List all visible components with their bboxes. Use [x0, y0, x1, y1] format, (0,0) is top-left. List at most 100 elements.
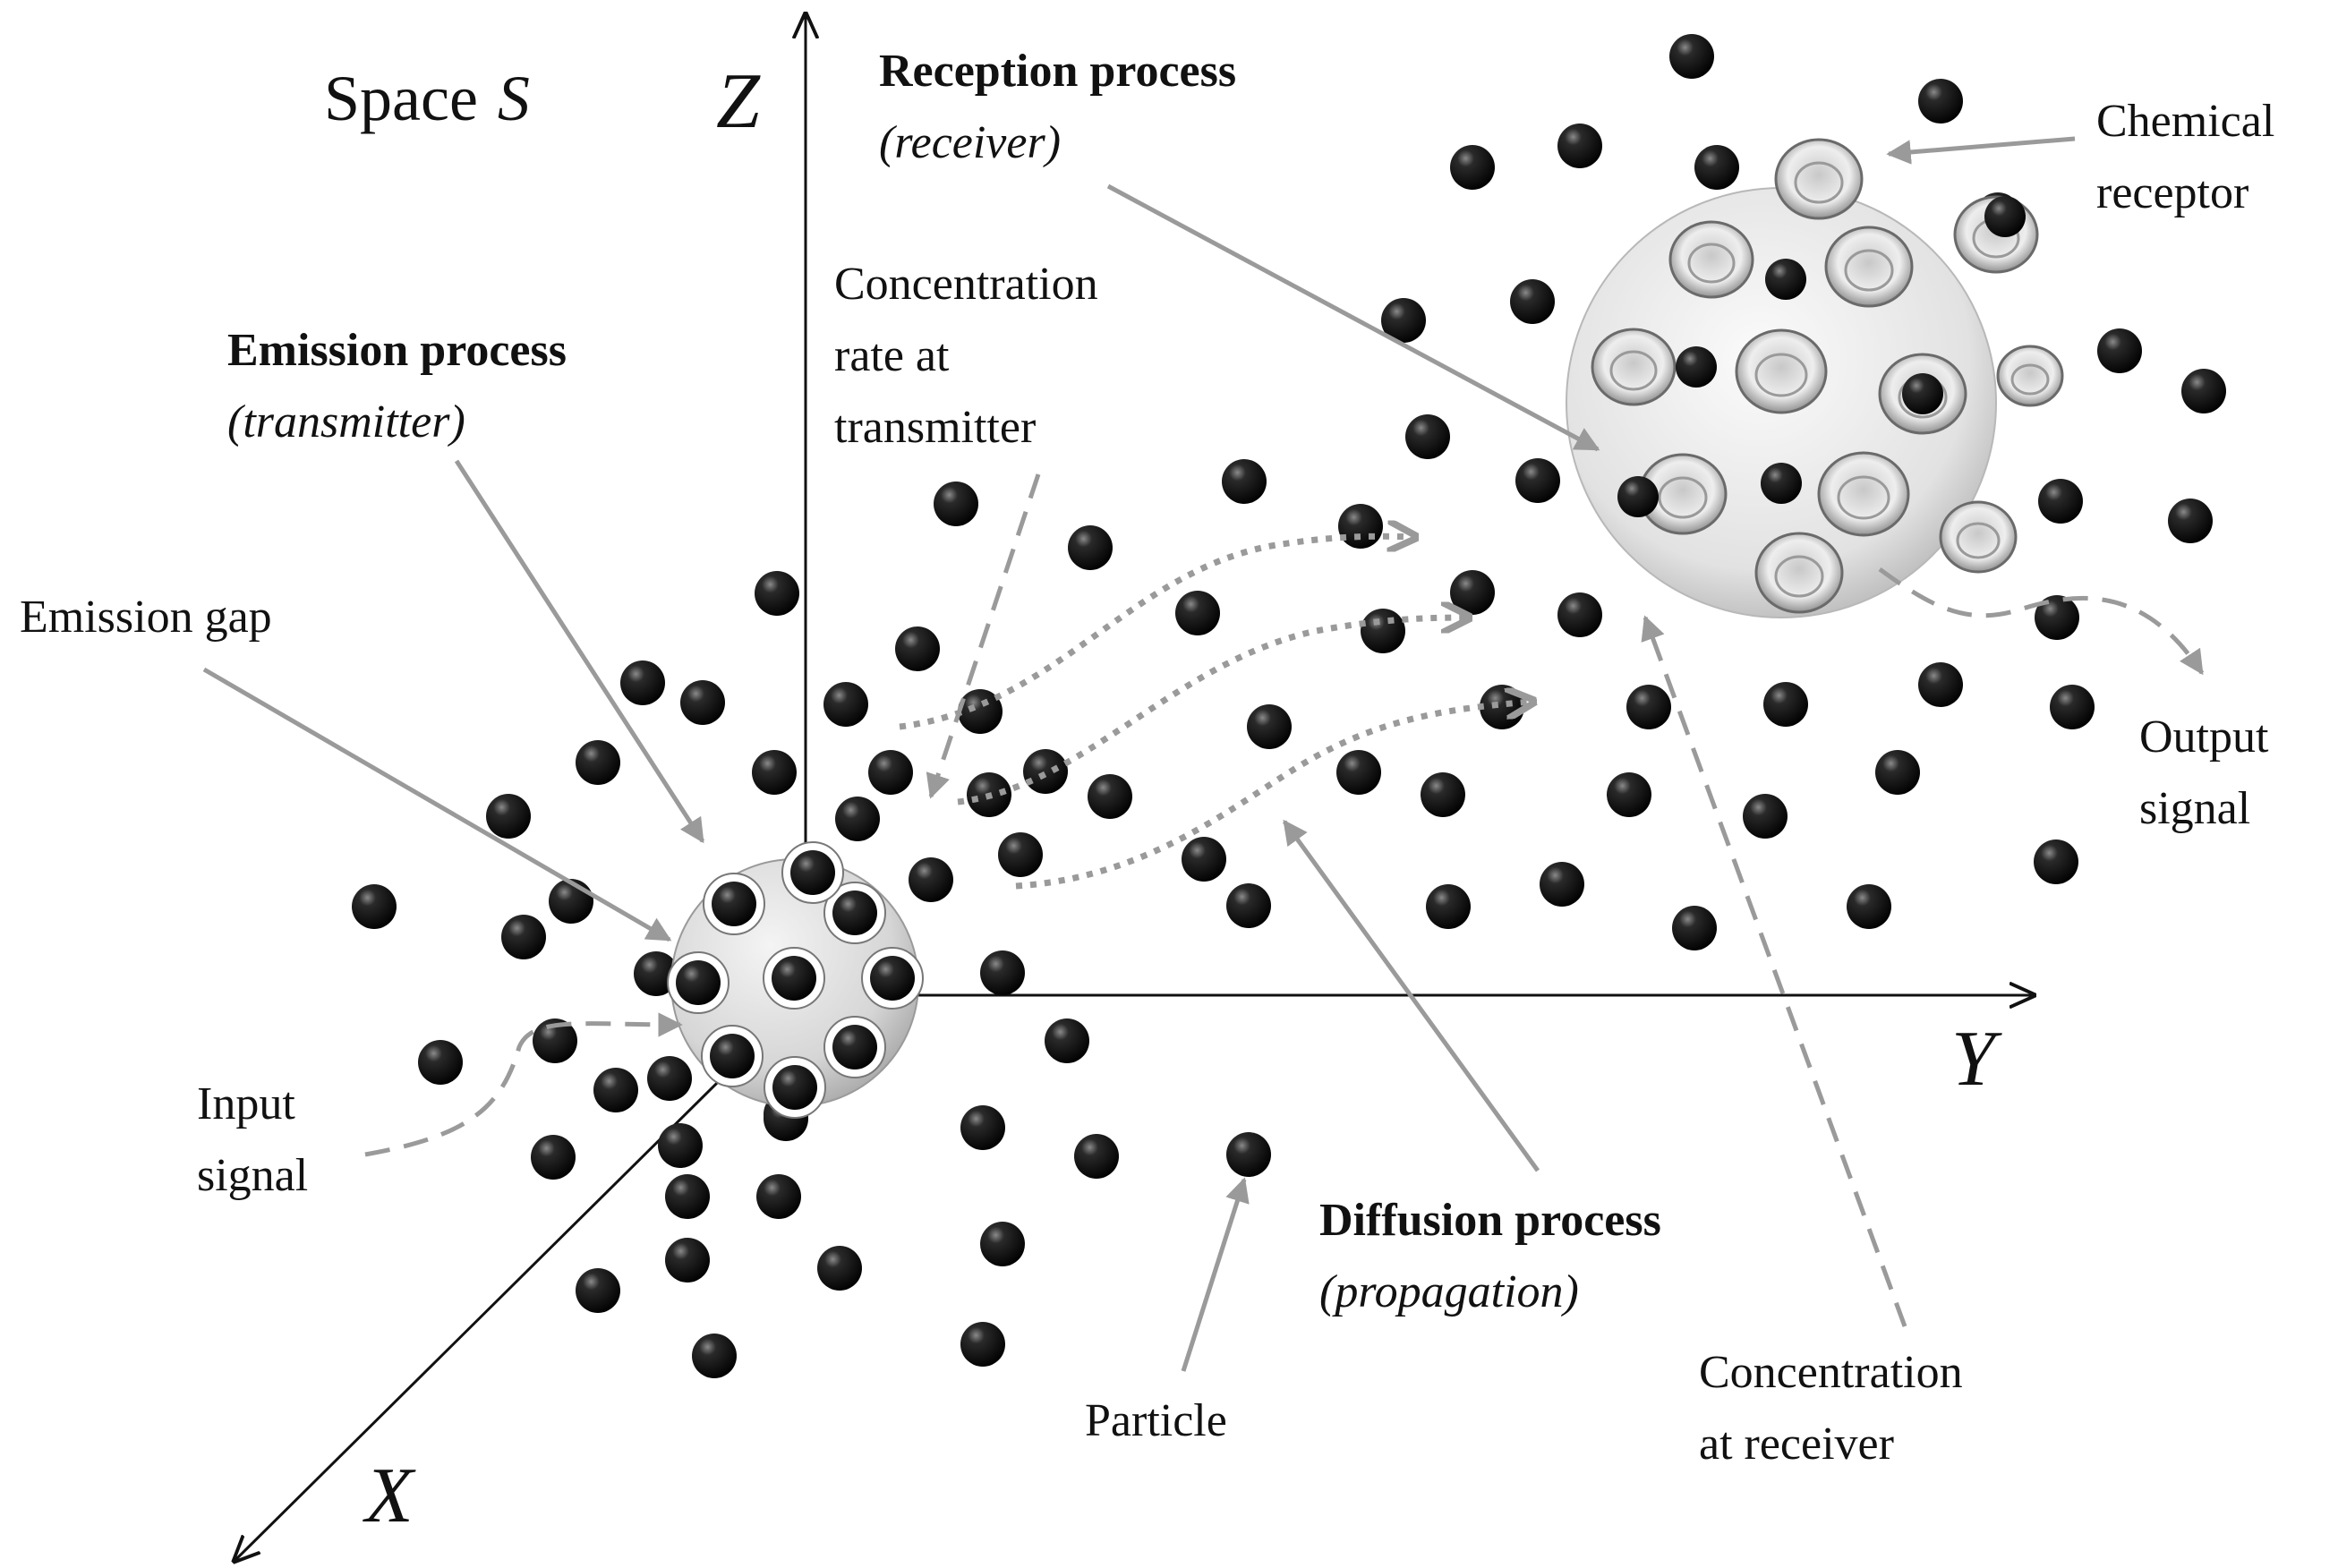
bound-particle: [1617, 476, 1659, 517]
particle: [1672, 906, 1717, 950]
bound-particle: [1984, 196, 2026, 237]
particle: [692, 1334, 737, 1378]
particle: [998, 832, 1043, 877]
particle: [1088, 774, 1132, 819]
pore-hole: [676, 960, 721, 1005]
particle: [980, 1222, 1025, 1266]
particle: [486, 794, 531, 839]
receptor-cup-inner: [1837, 475, 1890, 520]
particle: [980, 950, 1025, 995]
particle: [647, 1056, 692, 1101]
particle: [1763, 682, 1808, 727]
receptor-cup-inner: [1754, 353, 1808, 397]
particle: [1405, 414, 1450, 459]
particle: [1361, 609, 1405, 653]
particle: [1480, 685, 1524, 729]
particle: [549, 879, 593, 924]
space-symbol: S: [497, 63, 530, 134]
receptor-cup: [1817, 451, 1910, 537]
reception-subtitle: (receiver): [879, 117, 1062, 168]
particle: [620, 660, 665, 705]
receptor-cup-inner: [1687, 243, 1736, 284]
particle: [665, 1174, 710, 1219]
conc-tx-label: Concentration rate at transmitter: [834, 259, 1098, 453]
space-text: Space: [324, 63, 478, 134]
receptor-cup: [1735, 328, 1828, 414]
particle: [2038, 479, 2083, 524]
z-axis-label: Z: [716, 58, 760, 145]
receptor-cup-inner: [1774, 555, 1824, 598]
particle: [1336, 750, 1381, 795]
transmitter-sphere: [667, 841, 924, 1119]
particle: [1626, 685, 1671, 729]
particle: [1557, 124, 1602, 168]
conc-rx-label: Concentration at receiver: [1699, 1347, 1963, 1470]
particle: [1450, 145, 1495, 190]
diffusion-arrow: [1282, 819, 1540, 1172]
particle: [1450, 570, 1495, 615]
receptor-cup-inner: [1658, 476, 1708, 519]
output-signal-label: Output signal: [2139, 712, 2269, 834]
receptor-cup-inner: [1609, 350, 1658, 391]
axes: [235, 14, 2034, 1561]
bound-particle: [1902, 373, 1943, 414]
particle: [576, 740, 620, 785]
particle: [1875, 750, 1920, 795]
emission-gap-label: Emission gap: [20, 592, 272, 643]
particle: [1068, 525, 1113, 570]
particle: [1743, 794, 1788, 839]
receptor-cup-inner: [1956, 522, 2001, 559]
diffusion-subtitle: (propagation): [1319, 1266, 1579, 1317]
particle: [2035, 595, 2079, 640]
x-axis: [235, 993, 807, 1561]
conc-tx-dash: [926, 473, 1041, 799]
y-axis-label: Y: [1951, 1016, 1995, 1103]
diffusion-title: Diffusion process: [1319, 1195, 1661, 1246]
x-axis-label: X: [365, 1453, 414, 1539]
receptor-cup: [1996, 345, 2064, 407]
pore-hole: [772, 956, 816, 1001]
particle: [2168, 499, 2213, 543]
particle: [1421, 772, 1465, 817]
particle: [680, 680, 725, 725]
particle: [1182, 837, 1226, 882]
pore-hole: [832, 1025, 877, 1069]
particle: [1694, 145, 1739, 190]
conc-rx-dash: [1641, 615, 1907, 1327]
receptor-cup: [1939, 500, 2018, 574]
diffusion-label: Diffusion process (propagation): [1319, 1185, 1661, 1328]
particle: [909, 857, 953, 902]
particle: [1226, 1132, 1271, 1177]
particle: [2034, 839, 2078, 884]
particle-label: Particle: [1085, 1395, 1227, 1446]
particle: [1557, 592, 1602, 637]
particle: [2097, 328, 2142, 373]
particle: [593, 1068, 638, 1112]
receptor-cup-inner: [1844, 249, 1894, 292]
particle: [658, 1123, 703, 1168]
chemical-receptor-label: Chemical receptor: [2096, 96, 2275, 218]
pore-hole: [710, 1034, 755, 1078]
input-signal-label: Input signal: [197, 1078, 309, 1201]
emission-title: Emission process: [227, 325, 567, 376]
receptor-arrow: [1886, 136, 2076, 165]
particle: [576, 1268, 620, 1313]
leader-arrows: [202, 136, 2076, 1372]
bound-particle: [1765, 259, 1806, 300]
receptor-cup: [1668, 220, 1754, 299]
particle: [533, 1018, 577, 1063]
particle: [934, 481, 978, 526]
receptor-cup: [1774, 138, 1864, 220]
particle: [1669, 34, 1714, 79]
particle: [1222, 459, 1267, 504]
particle: [531, 1135, 576, 1180]
particle: [1023, 749, 1068, 794]
receiver-sphere: [1566, 138, 2064, 618]
input-signal-curve: [364, 1012, 683, 1157]
receptor-cup-inner: [1794, 161, 1844, 204]
particles: [352, 34, 2226, 1378]
bound-particle: [1676, 346, 1717, 388]
particle: [1607, 772, 1651, 817]
reception-arrow: [1106, 183, 1600, 452]
